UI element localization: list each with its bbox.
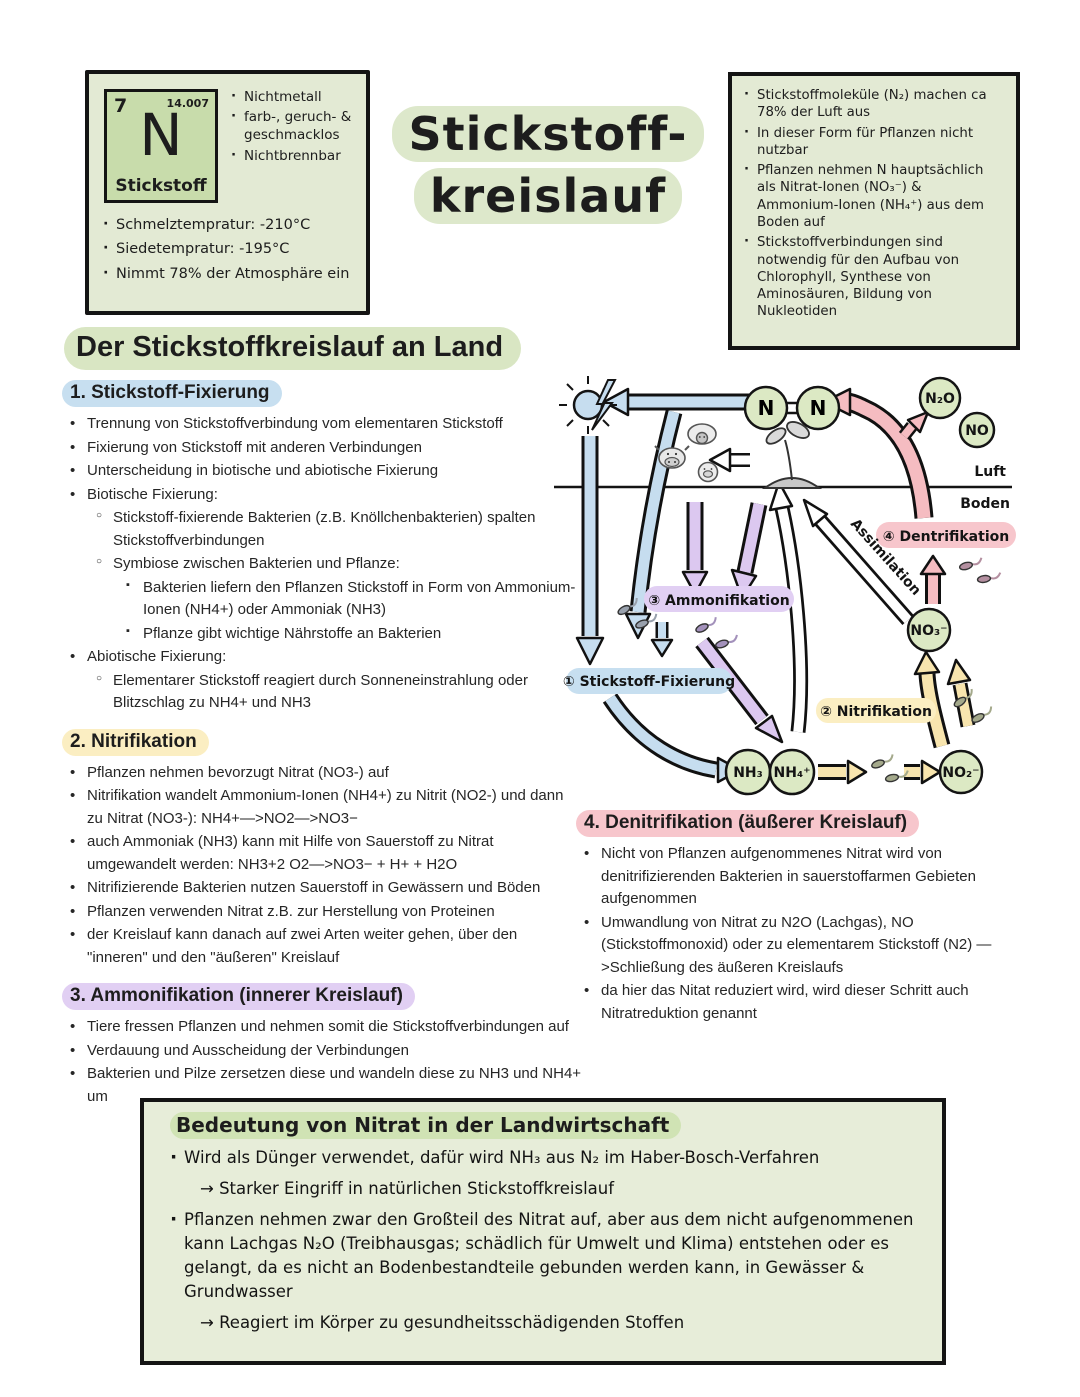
section-1-title: 1. Stickstoff-Fixierung [62, 380, 282, 407]
nitrifikation-text: ② Nitrifikation [820, 704, 932, 720]
section-2-list: Pflanzen nehmen bevorzugt Nitrat (NO3-) … [64, 762, 582, 970]
list-item: Pflanzen verwenden Nitrat z.B. zur Herst… [70, 901, 582, 924]
list-item: Pflanzen nehmen bevorzugt Nitrat (NO3-) … [70, 762, 582, 785]
list-item: Pflanzen nehmen zwar den Großteil des Ni… [166, 1206, 920, 1304]
list-item: Nitrifizierende Bakterien nutzen Sauerst… [70, 877, 582, 900]
element-info-card: 7 14.007 N Stickstoff Nichtmetall farb-,… [85, 70, 370, 315]
element-properties: Schmelztempratur: -210°C Siedetempratur:… [103, 212, 359, 287]
nitrogen-cycle-diagram: N N N₂O NO NH₃ N [552, 372, 1022, 807]
section-4-list: Nicht von Pflanzen aufgenommenes Nitrat … [578, 843, 1028, 1025]
n2-molecule: N N [743, 385, 841, 431]
element-bullets: Nichtmetall farb-, geruch- & geschmacklo… [231, 86, 363, 167]
list-item: Nicht von Pflanzen aufgenommenes Nitrat … [584, 843, 1028, 911]
nh3-molecule: NH₃ [724, 748, 772, 796]
list-item: Nitrifikation wandelt Ammonium-Ionen (NH… [70, 785, 582, 830]
element-name: Stickstoff [115, 176, 207, 196]
cow-icon [654, 445, 690, 469]
section-4-title: 4. Denitrifikation (äußerer Kreislauf) [576, 810, 920, 837]
list-item: Stickstoff-fixierende Bakterien (z.B. Kn… [96, 507, 582, 552]
bacteria-icons-denitrification [957, 556, 1003, 585]
section-1-list: Trennung von Stickstoffverbindung vom el… [64, 413, 582, 715]
list-item: Siedetempratur: -195°C [103, 237, 359, 260]
list-item: Stickstoffmoleküle (N₂) machen ca 78% de… [744, 86, 1006, 122]
section-heading-text: Der Stickstoffkreislauf an Land [64, 327, 522, 370]
section-heading: Der Stickstoffkreislauf an Land [64, 327, 522, 370]
label-nitrifikation: ② Nitrifikation [816, 698, 936, 723]
left-column: 1. Stickstoff-Fixierung Trennung von Sti… [62, 380, 582, 1109]
list-item: Stickstoffverbindungen sind notwendig fü… [744, 233, 1006, 320]
label-stickstoff-fixierung: ① Stickstoff-Fixierung [563, 668, 735, 694]
list-item: Wird als Dünger verwendet, dafür wird NH… [166, 1144, 920, 1171]
label-denitrifikation: ④ Dentrifikation [876, 522, 1016, 548]
list-item: Symbiose zwischen Bakterien und Pflanze: [96, 553, 582, 576]
ammonifikation-text: ③ Ammonifikation [648, 593, 789, 609]
list-item: Tiere fressen Pflanzen und nehmen somit … [70, 1016, 582, 1039]
atomic-number: 7 [114, 95, 128, 117]
list-item: auch Ammoniak (NH3) kann mit Hilfe von S… [70, 831, 582, 876]
list-item: Umwandlung von Nitrat zu N2O (Lachgas), … [584, 912, 1028, 980]
list-item: Verdauung und Ausscheidung der Verbindun… [70, 1040, 582, 1063]
list-item: Bakterien und Pilze zersetzen diese und … [70, 1063, 582, 1108]
list-item: Pflanzen nehmen N hauptsächlich als Nitr… [744, 161, 1006, 231]
air-label: Luft [974, 464, 1006, 480]
no2-label: NO₂⁻ [942, 765, 979, 781]
n-atom-label: N [758, 396, 775, 420]
list-item: Fixierung von Stickstoff mit anderen Ver… [70, 437, 582, 460]
page-title-line2: kreislauf [413, 168, 683, 224]
denitrifikation-text: ④ Dentrifikation [883, 529, 1009, 545]
n2o-label: N₂O [925, 391, 955, 407]
no2-molecule: NO₂⁻ [938, 749, 984, 795]
list-item: da hier das Nitat reduziert wird, wird d… [584, 980, 1028, 1025]
n2o-molecule: N₂O [918, 376, 962, 420]
section-2-title: 2. Nitrifikation [62, 728, 209, 756]
fixierung-text: ① Stickstoff-Fixierung [563, 674, 735, 690]
page-title-line1: Stickstoff- [392, 106, 704, 162]
list-item: → Reagiert im Körper zu gesundheitsschäd… [200, 1312, 685, 1332]
sheep-icon [687, 423, 717, 445]
no3-molecule: NO₃⁻ [906, 607, 952, 653]
section-3-list: Tiere fressen Pflanzen und nehmen somit … [64, 1016, 582, 1108]
right-column: 4. Denitrifikation (äußerer Kreislauf) N… [576, 810, 1028, 1026]
element-symbol: N [139, 101, 183, 169]
no3-label: NO₃⁻ [910, 623, 947, 639]
bottom-box-title: Bedeutung von Nitrat in der Landwirtscha… [170, 1112, 682, 1139]
intro-box: Stickstoffmoleküle (N₂) machen ca 78% de… [728, 72, 1020, 350]
list-item: Bakterien liefern den Pflanzen Stickstof… [126, 577, 582, 622]
n-atom-label: N [810, 396, 827, 420]
plant-icon [761, 421, 823, 489]
bottom-info-box: Bedeutung von Nitrat in der Landwirtscha… [140, 1098, 946, 1365]
list-item: Abiotische Fixierung: [70, 646, 582, 669]
periodic-element-tile: 7 14.007 N Stickstoff [104, 89, 218, 203]
no-label: NO [965, 423, 989, 439]
list-item: Pflanze gibt wichtige Nährstoffe an Bakt… [126, 623, 582, 646]
list-item: In dieser Form für Pflanzen nicht nutzba… [744, 124, 1006, 160]
list-item: Unterscheidung in biotische und abiotisc… [70, 460, 582, 483]
no-molecule: NO [958, 411, 996, 449]
list-item: → Starker Eingriff in natürlichen Sticks… [200, 1178, 615, 1198]
list-item: der Kreislauf kann danach auf zwei Arten… [70, 924, 582, 969]
list-item: Nichtbrennbar [231, 146, 363, 165]
nh3-label: NH₃ [733, 765, 763, 781]
pig-icon [697, 461, 719, 483]
purple-ammonification-arrows [681, 502, 784, 744]
blue-fixation-arrows [575, 387, 752, 784]
list-item: Nichtmetall [231, 87, 363, 106]
list-item: Schmelztempratur: -210°C [103, 213, 359, 236]
section-3-title: 3. Ammonifikation (innerer Kreislauf) [62, 983, 415, 1010]
page-title: Stickstoff- kreislauf [362, 106, 734, 224]
white-uptake-arrows [708, 447, 914, 733]
soil-label: Boden [960, 496, 1010, 512]
nh4-molecule: NH₄⁺ [768, 748, 816, 796]
nh4-label: NH₄⁺ [774, 765, 811, 781]
list-item: farb-, geruch- & geschmacklos [231, 107, 363, 144]
list-item: Nimmt 78% der Atmosphäre ein [103, 262, 359, 285]
pink-denitrification-arrows [822, 387, 947, 604]
label-ammonifikation: ③ Ammonifikation [644, 586, 794, 612]
list-item: Trennung von Stickstoffverbindung vom el… [70, 413, 582, 436]
list-item: Elementarer Stickstoff reagiert durch So… [96, 670, 582, 715]
list-item: Biotische Fixierung: [70, 484, 582, 507]
atomic-mass: 14.007 [166, 97, 209, 110]
sun-lightning-icon [559, 376, 617, 434]
bacteria-icons-nitrification-1 [869, 753, 911, 784]
